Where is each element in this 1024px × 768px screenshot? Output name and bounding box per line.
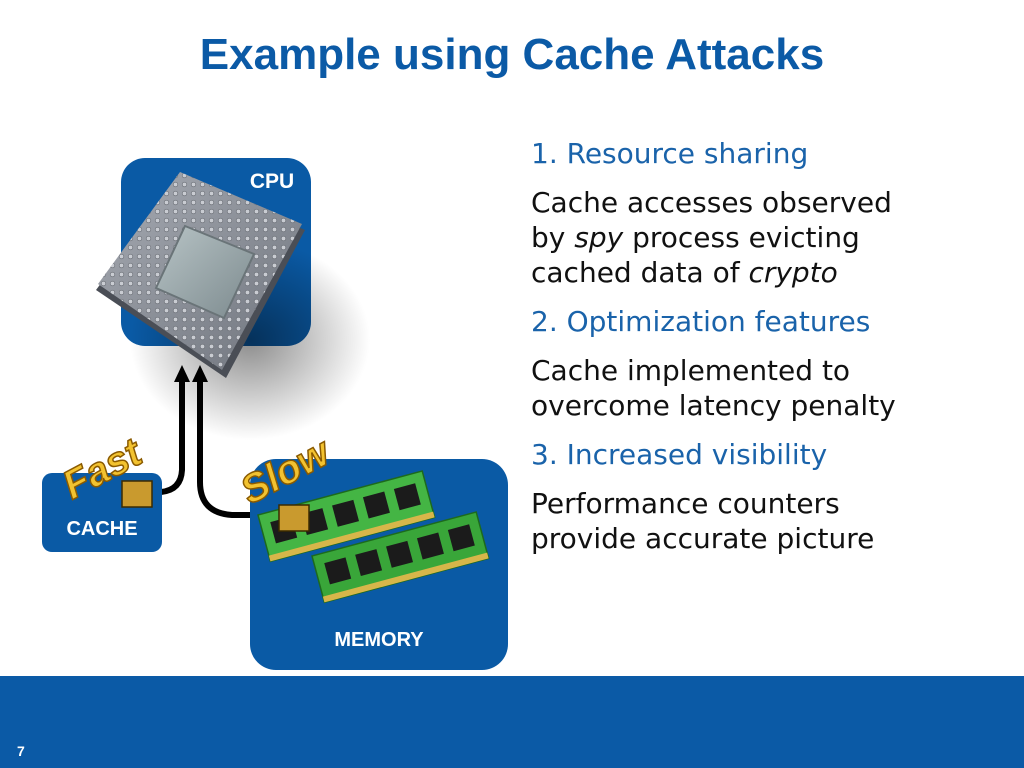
bullet-text: 1. Resource sharing Cache accesses obser… xyxy=(531,136,1001,570)
point-1-body: Cache accesses observed by spy process e… xyxy=(531,186,892,289)
cpu-chip-icon xyxy=(96,172,305,378)
cache-label: CACHE xyxy=(66,518,137,540)
page-title: Example using Cache Attacks xyxy=(199,30,825,79)
footer-bar xyxy=(0,676,1024,768)
cpu-label: CPU xyxy=(250,170,294,193)
point-3-body: Performance counters provide accurate pi… xyxy=(531,487,875,555)
fast-arrow xyxy=(160,365,190,495)
point-1-heading: 1. Resource sharing xyxy=(531,137,809,170)
memory-chip-icon xyxy=(278,504,310,532)
cache-chip-icon xyxy=(121,480,153,508)
memory-label: MEMORY xyxy=(334,629,424,651)
point-2-heading: 2. Optimization features xyxy=(531,305,871,338)
point-3-heading: 3. Increased visibility xyxy=(531,438,828,471)
cache-box: CACHE xyxy=(42,473,162,552)
page-number: 7 xyxy=(17,743,25,759)
ram-module-icon xyxy=(257,470,490,604)
point-2-body: Cache implemented to overcome latency pe… xyxy=(531,354,896,422)
slow-arrow xyxy=(192,365,266,518)
